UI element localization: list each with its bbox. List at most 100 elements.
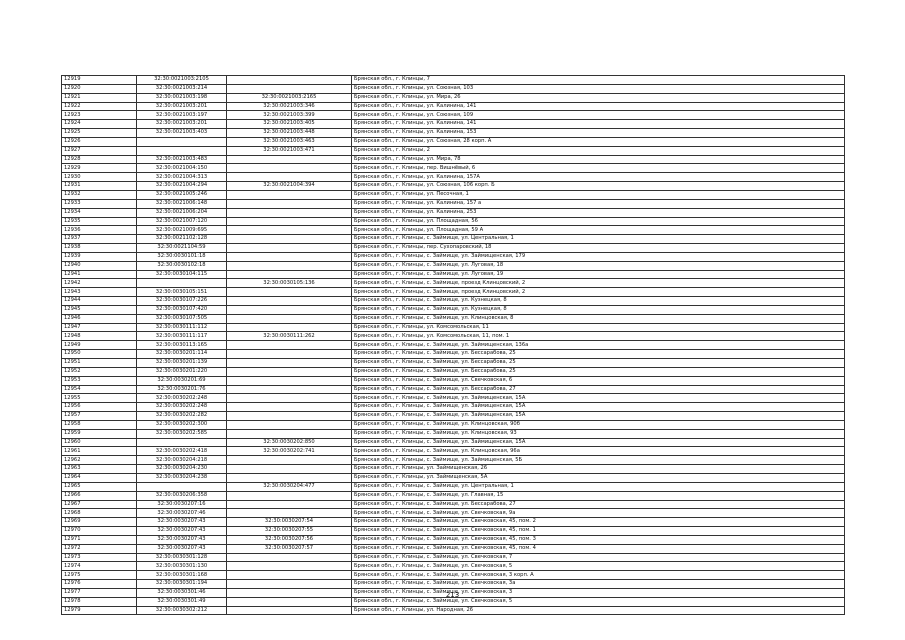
address-cell: Брянская обл., г. Клинцы, ул. Калинина, …	[351, 119, 845, 130]
row-number-cell: 12920	[61, 83, 137, 94]
row-number-cell: 12955	[61, 393, 137, 404]
cadastral-number-cell: 32:30:0030111:117	[136, 331, 227, 342]
address-cell: Брянская обл., г. Клинцы, ул. Площадная,…	[351, 216, 845, 227]
row-number-cell: 12947	[61, 322, 137, 333]
cadastral-number-cell: 32:30:0021004:150	[136, 163, 227, 174]
row-number-cell: 12946	[61, 313, 137, 324]
row-number-cell: 12941	[61, 269, 137, 280]
building-cadastral-number-cell	[226, 349, 352, 359]
building-cadastral-number-cell: 32:30:0030111:262	[226, 331, 352, 342]
row-number-cell: 12933	[61, 198, 137, 209]
address-cell: Брянская обл., г. Клинцы, с. Займище, пр…	[351, 287, 845, 298]
cadastral-number-cell: 32:30:0030206:358	[136, 490, 227, 501]
row-number-cell: 12949	[61, 340, 137, 351]
address-cell: Брянская обл., г. Клинцы, ул. Калинина, …	[351, 198, 845, 209]
cadastral-number-cell: 32:30:0030301:168	[136, 570, 227, 581]
address-cell: Брянская обл., г. Клинцы, ул. Займищенск…	[351, 464, 845, 474]
row-number-cell: 12921	[61, 92, 137, 103]
building-cadastral-number-cell	[226, 552, 352, 563]
building-cadastral-number-cell	[226, 570, 352, 581]
building-cadastral-number-cell: 32:30:0030207:54	[226, 517, 352, 528]
address-cell: Брянская обл., г. Клинцы, ул. Калинина, …	[351, 128, 845, 138]
cadastral-number-cell: 32:30:0021007:120	[136, 216, 227, 227]
row-number-cell: 12956	[61, 402, 137, 413]
building-cadastral-number-cell	[226, 455, 352, 466]
cadastral-number-cell: 32:30:0021102:128	[136, 234, 227, 245]
row-number-cell: 12966	[61, 490, 137, 501]
address-cell: Брянская обл., г. Клинцы, с. Займище, ул…	[351, 428, 845, 439]
address-cell: Брянская обл., г. Клинцы, с. Займище, ул…	[351, 579, 845, 589]
building-cadastral-number-cell	[226, 508, 352, 519]
cadastral-number-cell: 32:30:0021009:695	[136, 225, 227, 236]
address-cell: Брянская обл., г. Клинцы, с. Займище, ул…	[351, 411, 845, 421]
building-cadastral-number-cell: 32:30:0030202:741	[226, 446, 352, 457]
address-cell: Брянская обл., г. Клинцы, ул. Народная, …	[351, 605, 845, 616]
building-cadastral-number-cell	[226, 313, 352, 324]
row-number-cell: 12952	[61, 366, 137, 377]
cadastral-number-cell: 32:30:0030201:114	[136, 349, 227, 359]
cadastral-number-cell	[136, 278, 227, 289]
address-cell: Брянская обл., г. Клинцы, ул. Площадная,…	[351, 225, 845, 236]
cadastral-number-cell: 32:30:0021003:197	[136, 110, 227, 121]
cadastral-number-cell: 32:30:0030104:115	[136, 269, 227, 280]
building-cadastral-number-cell	[226, 419, 352, 430]
row-number-cell: 12970	[61, 526, 137, 536]
cadastral-number-cell: 32:30:0021006:204	[136, 207, 227, 218]
building-cadastral-number-cell	[226, 499, 352, 510]
building-cadastral-number-cell	[226, 243, 352, 253]
address-cell: Брянская обл., г. Клинцы, с. Займище, пр…	[351, 278, 845, 289]
row-number-cell: 12934	[61, 207, 137, 218]
row-number-cell: 12948	[61, 331, 137, 342]
row-number-cell: 12923	[61, 110, 137, 121]
building-cadastral-number-cell	[226, 154, 352, 165]
address-cell: Брянская обл., г. Клинцы, ул. Союзная, 2…	[351, 136, 845, 147]
address-cell: Брянская обл., г. Клинцы, с. Займище, ул…	[351, 534, 845, 545]
address-cell: Брянская обл., г. Клинцы, с. Займище, ул…	[351, 269, 845, 280]
cadastral-number-cell: 32:30:0030201:139	[136, 358, 227, 368]
cadastral-number-cell: 32:30:0030201:76	[136, 384, 227, 395]
row-number-cell: 12929	[61, 163, 137, 174]
address-cell: Брянская обл., г. Клинцы, с. Займище, ул…	[351, 508, 845, 519]
row-number-cell: 12953	[61, 375, 137, 386]
building-cadastral-number-cell	[226, 340, 352, 351]
building-cadastral-number-cell	[226, 198, 352, 209]
cadastral-number-cell: 32:30:0030202:585	[136, 428, 227, 439]
building-cadastral-number-cell	[226, 172, 352, 183]
row-number-cell: 12971	[61, 534, 137, 545]
address-cell: Брянская обл., г. Клинцы, с. Займище, ул…	[351, 384, 845, 395]
address-cell: Брянская обл., г. Клинцы, с. Займище, ул…	[351, 375, 845, 386]
cadastral-number-cell: 32:30:0030207:43	[136, 526, 227, 536]
cadastral-number-cell: 32:30:0021004:294	[136, 181, 227, 191]
building-cadastral-number-cell	[226, 260, 352, 271]
cadastral-number-cell: 32:30:0030202:418	[136, 446, 227, 457]
building-cadastral-number-cell	[226, 269, 352, 280]
address-cell: Брянская обл., г. Клинцы, с. Займище, ул…	[351, 419, 845, 430]
row-number-cell: 12927	[61, 145, 137, 156]
row-number-cell: 12939	[61, 251, 137, 262]
building-cadastral-number-cell	[226, 490, 352, 501]
cadastral-number-cell: 32:30:0021004:313	[136, 172, 227, 183]
